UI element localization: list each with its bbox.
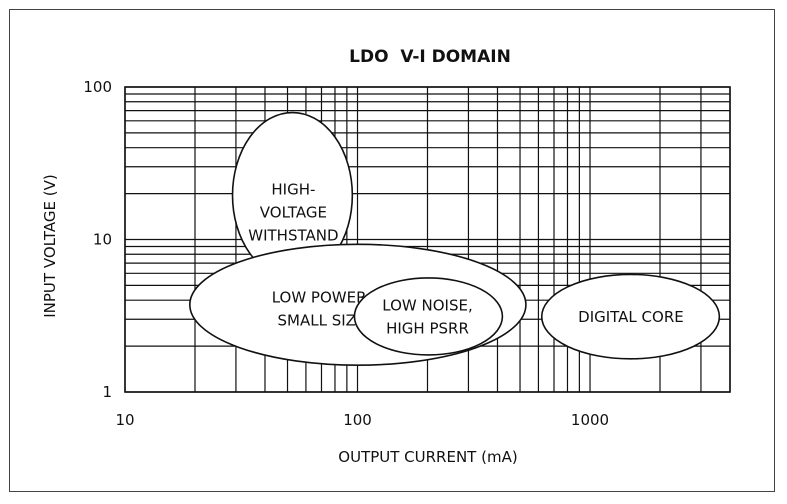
plot-border <box>124 86 731 393</box>
y-tick-labels: 1 10 100 <box>83 78 112 401</box>
region-label: HIGH- <box>271 181 315 199</box>
region-label: SMALL SIZE <box>278 312 366 330</box>
region-label: WITHSTAND <box>248 227 338 245</box>
region: DIGITAL CORE <box>540 273 721 360</box>
region: HIGH- VOLTAGE WITHSTAND <box>231 111 354 279</box>
y-tick-label: 100 <box>83 78 112 96</box>
region-label: VOLTAGE <box>260 204 327 222</box>
x-tick-label: 1000 <box>571 411 609 429</box>
regions: HIGH- VOLTAGE WITHSTAND LOW POWER, SMALL SIZ… <box>189 111 721 366</box>
region-label: LOW NOISE, <box>382 297 472 315</box>
chart-title: LDO V-I DOMAIN <box>349 47 511 67</box>
region-label: DIGITAL CORE <box>578 308 684 326</box>
region-label: HIGH PSRR <box>386 320 469 338</box>
region-ellipse <box>353 277 504 356</box>
x-tick-label: 100 <box>343 411 372 429</box>
y-tick-label: 10 <box>93 231 112 249</box>
region-label: LOW POWER, <box>272 289 372 307</box>
x-axis-label: OUTPUT CURRENT (mA) <box>338 448 517 466</box>
y-tick-label: 1 <box>102 383 112 401</box>
x-tick-label: 10 <box>115 411 134 429</box>
region-ellipse <box>540 273 721 360</box>
figure-frame <box>9 9 775 492</box>
x-tick-labels: 10 100 1000 <box>115 411 609 429</box>
y-axis-label: INPUT VOLTAGE (V) <box>41 174 59 318</box>
region: LOW NOISE, HIGH PSRR <box>353 277 504 356</box>
